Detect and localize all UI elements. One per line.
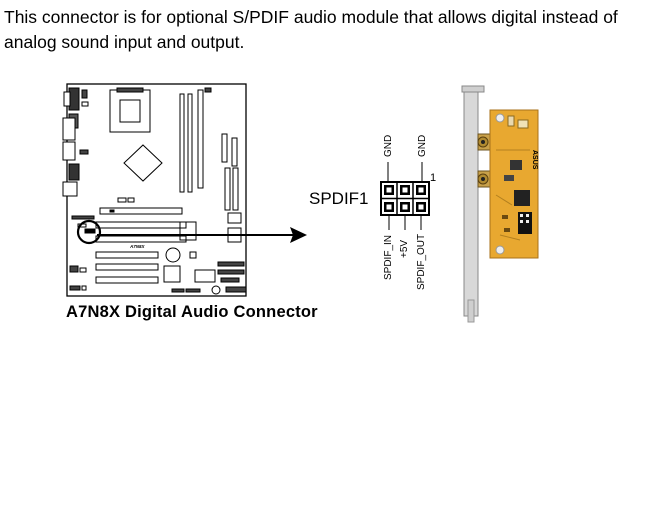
pin-label-bottom-3: SPDIF_OUT [416,234,427,290]
connector-name: SPDIF1 [309,189,369,208]
spdif-module-illustration: ASUS [461,85,539,323]
pin-label-bottom-2: +5V [399,240,410,258]
description-text: This connector is for optional S/PDIF au… [4,7,618,52]
pin-label-top-2: GND [417,135,428,157]
pin1-marker: 1 [430,172,436,184]
spdif-connector-diagram: SPDIF1 1 GND GND SPDIF_IN +5V SPDIF_O [309,135,436,290]
pin-label-top-1: GND [383,135,394,157]
module-brand-label: ASUS [531,150,538,170]
board-label: A7N8X [129,244,146,249]
figure-caption: A7N8X Digital Audio Connector [66,303,318,321]
pointer-arrow [97,227,307,243]
motherboard-diagram [62,83,247,297]
pin-label-bottom-1: SPDIF_IN [383,235,394,280]
